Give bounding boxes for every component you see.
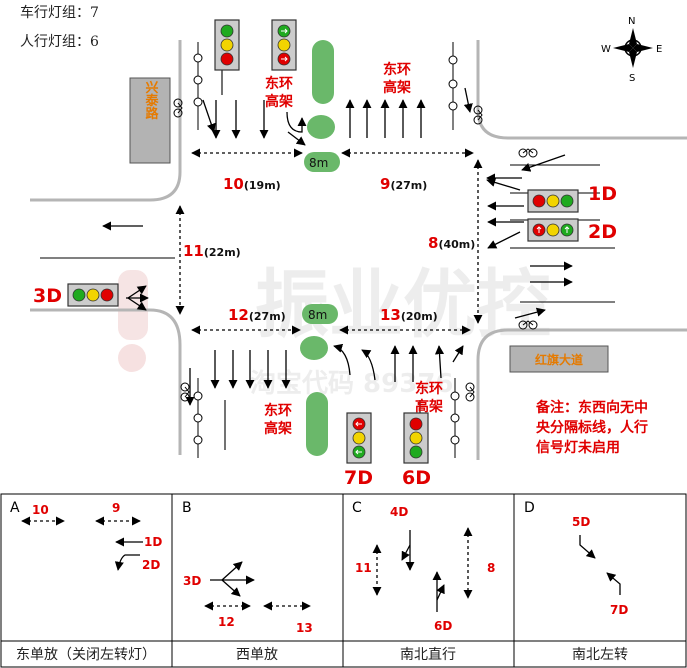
- svg-text:11: 11: [355, 561, 372, 575]
- median-top-8m: [304, 152, 340, 172]
- panel-c-diagram: 4D 11 8 6D: [355, 505, 495, 633]
- donghuan-top-left-l2: 高架: [265, 93, 293, 110]
- north-approach-arrows: [202, 99, 307, 139]
- south-approach-arrows: [333, 343, 464, 382]
- panel-b-caption: 西单放: [236, 647, 278, 663]
- watermark: 振业优控 淘宝代码 89376: [118, 262, 551, 399]
- compass-n: N: [628, 16, 635, 27]
- median-bottom-island: [300, 336, 328, 360]
- group-7d-label: 7D: [344, 467, 373, 489]
- west-arrows: [102, 221, 149, 311]
- crossing-13-label: 13(20m): [380, 306, 438, 324]
- donghuan-top-left-l1: 东环: [265, 75, 293, 92]
- signal-3d: [67, 283, 119, 307]
- pedestrian-group-count: 人行灯组：6: [20, 34, 99, 50]
- donghuan-bottom-left-l2: 高架: [264, 420, 292, 437]
- crossing-8-label: 8(40m): [428, 234, 475, 252]
- signal-north-right: [271, 19, 297, 71]
- svg-text:5D: 5D: [572, 515, 590, 529]
- panel-b-diagram: 3D 12 13: [183, 561, 313, 635]
- donghuan-top-left: 东环 高架: [265, 75, 293, 110]
- donghuan-bottom-right-l1: 东环: [415, 380, 443, 397]
- watermark-text: 振业优控: [255, 262, 551, 348]
- svg-text:13: 13: [296, 621, 313, 635]
- group-2d-label: 2D: [588, 221, 617, 243]
- svg-text:3D: 3D: [183, 574, 201, 588]
- group-3d-label: 3D: [33, 285, 62, 307]
- compass-s: S: [629, 73, 635, 84]
- phase-panels: A B C D 东单放（关闭左转灯） 西单放 南北直行 南北左转 10 9 1D…: [0, 493, 687, 668]
- svg-text:红旗大道: 红旗大道: [535, 352, 583, 367]
- east-approach-arrows: [486, 154, 566, 249]
- remark-note: 备注：东西向无中 央分隔标线，人行 信号灯未启用: [535, 399, 648, 456]
- crossing-12-label: 12(27m): [228, 306, 286, 324]
- crossing-10-label: 10(19m): [223, 175, 281, 193]
- svg-text:9: 9: [112, 501, 120, 515]
- median-bottom-width: 8m: [308, 308, 327, 322]
- medians: [300, 40, 340, 456]
- svg-text:7D: 7D: [610, 603, 628, 617]
- panel-b-letter: B: [182, 500, 192, 516]
- bicycle-icons: [173, 98, 538, 402]
- remark-line-1: 备注：东西向无中: [535, 399, 648, 416]
- crosswalks: [175, 148, 483, 335]
- pedestrian-poles: [193, 42, 460, 458]
- road-name-xingtai: 兴泰路: [129, 77, 171, 164]
- panel-d-letter: D: [524, 500, 535, 516]
- road-name-hongqi: 红旗大道: [509, 345, 609, 373]
- median-bottom: [306, 392, 328, 456]
- donghuan-top-right-l1: 东环: [383, 61, 411, 78]
- signal-6d: [403, 412, 429, 464]
- panel-d-caption: 南北左转: [572, 647, 628, 663]
- panel-a-letter: A: [10, 500, 20, 516]
- panel-c-letter: C: [352, 500, 362, 516]
- svg-text:1D: 1D: [144, 535, 162, 549]
- svg-text:10: 10: [32, 503, 49, 517]
- signal-1d: [527, 189, 579, 213]
- svg-text:兴泰路: 兴泰路: [143, 80, 160, 120]
- svg-text:4D: 4D: [390, 505, 408, 519]
- east-exit-arrows: [514, 261, 573, 319]
- signal-7d: [346, 412, 372, 464]
- signal-north-left: [214, 19, 240, 71]
- svg-text:12: 12: [218, 615, 235, 629]
- signal-2d: [527, 218, 579, 242]
- crossing-11-label: 11(22m): [183, 242, 241, 260]
- donghuan-top-right: 东环 高架: [383, 61, 411, 96]
- panel-c-caption: 南北直行: [400, 646, 456, 663]
- vehicle-group-count: 车行灯组：7: [20, 4, 99, 21]
- panel-a-diagram: 10 9 1D 2D: [21, 501, 162, 572]
- svg-text:2D: 2D: [142, 558, 160, 572]
- remark-line-3: 信号灯未启用: [536, 439, 620, 456]
- median-top-width: 8m: [309, 156, 328, 170]
- median-bottom-8m: [302, 304, 338, 324]
- group-6d-label: 6D: [402, 467, 431, 489]
- donghuan-bottom-left-l1: 东环: [264, 402, 292, 419]
- south-exit-arrows: [185, 350, 291, 406]
- compass-w: W: [601, 44, 611, 55]
- median-top: [312, 40, 334, 104]
- donghuan-bottom-left: 东环 高架: [264, 402, 292, 437]
- crossing-9-label: 9(27m): [380, 175, 427, 193]
- donghuan-bottom-right-l2: 高架: [415, 398, 443, 415]
- group-1d-label: 1D: [588, 183, 617, 205]
- donghuan-bottom-right: 东环 高架: [415, 380, 443, 415]
- panel-d-diagram: 5D 7D: [572, 515, 628, 617]
- compass-icon: N S W E: [601, 16, 662, 84]
- svg-text:8: 8: [487, 561, 495, 575]
- compass-e: E: [656, 44, 662, 55]
- donghuan-top-right-l2: 高架: [383, 79, 411, 96]
- panel-a-caption: 东单放（关闭左转灯）: [16, 647, 156, 663]
- remark-line-2: 央分隔标线，人行: [536, 419, 648, 436]
- median-top-island: [307, 115, 335, 139]
- north-right-turn-arrow: [287, 131, 306, 146]
- north-exit-arrows: [345, 87, 473, 138]
- svg-text:6D: 6D: [434, 619, 452, 633]
